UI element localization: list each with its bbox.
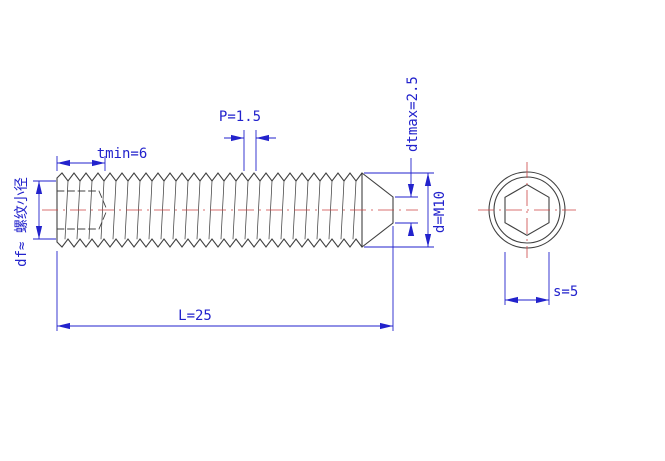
dimension-line-layer xyxy=(33,130,550,331)
thread-top-edge xyxy=(56,172,363,182)
centerline-layer xyxy=(42,162,576,258)
socket-width-label: s=5 xyxy=(553,284,578,300)
thread-size-label: d=M10 xyxy=(432,191,448,233)
dimension-text-layer: tmin=6 P=1.5 dtmax=2.5 d=M10 L=25 df≈ 螺纹… xyxy=(14,76,578,324)
hex-socket-hidden-lines xyxy=(56,190,108,230)
dtmax-label: dtmax=2.5 xyxy=(405,76,421,152)
socket-cone-top xyxy=(98,190,108,211)
pitch-label: P=1.5 xyxy=(219,109,261,125)
tmin-label: tmin=6 xyxy=(97,146,148,162)
thread-bottom-edge xyxy=(56,238,363,248)
length-label: L=25 xyxy=(178,308,212,324)
cone-point-bottom xyxy=(361,222,394,248)
cone-point-top xyxy=(361,172,394,198)
socket-cone-bottom xyxy=(98,209,108,230)
minor-diameter-label: df≈ 螺纹小径 xyxy=(14,177,30,267)
geometry-layer xyxy=(56,171,566,249)
